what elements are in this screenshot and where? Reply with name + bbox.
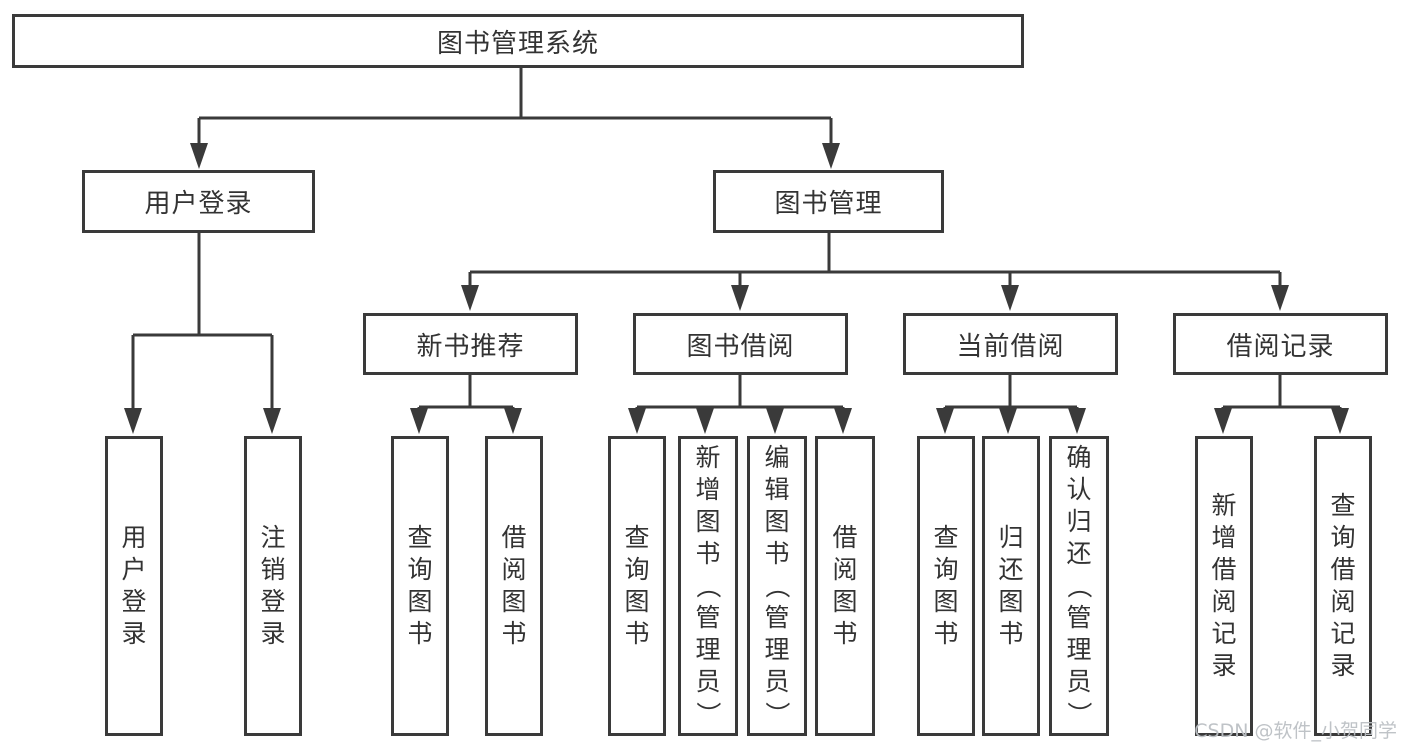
leaf-query-books-recommend: 查询图书: [391, 436, 449, 736]
leaf-label: 编辑图书（管理员）: [762, 443, 792, 727]
leaf-label: 查询图书: [407, 523, 433, 648]
leaf-user-login: 用户登录: [105, 436, 163, 736]
leaf-label: 新增借阅记录: [1211, 491, 1237, 680]
node-label: 新书推荐: [416, 331, 525, 362]
node-new-book-recommend: 新书推荐: [363, 313, 578, 375]
leaf-label: 新增图书（管理员）: [693, 443, 723, 727]
node-book-management: 图书管理: [713, 170, 944, 233]
leaf-query-books-current: 查询图书: [917, 436, 975, 736]
leaf-label: 借阅图书: [501, 523, 527, 648]
node-label: 图书借阅: [686, 331, 795, 362]
leaf-query-books-borrow: 查询图书: [608, 436, 666, 736]
node-borrow-records: 借阅记录: [1173, 313, 1388, 375]
node-label: 借阅记录: [1226, 331, 1335, 362]
node-label: 当前借阅: [956, 331, 1065, 362]
leaf-return-books: 归还图书: [982, 436, 1040, 736]
leaf-label: 借阅图书: [832, 523, 858, 648]
leaf-add-books-admin: 新增图书（管理员）: [678, 436, 738, 736]
csdn-watermark: CSDN @软件_小贺同学: [1194, 720, 1397, 742]
leaf-confirm-return-admin: 确认归还（管理员）: [1049, 436, 1109, 736]
leaf-borrow-books-recommend: 借阅图书: [485, 436, 543, 736]
node-current-borrow: 当前借阅: [903, 313, 1118, 375]
node-label: 图书管理系统: [436, 28, 599, 59]
leaf-label: 归还图书: [998, 523, 1024, 648]
leaf-label: 查询图书: [933, 523, 959, 648]
node-user-login: 用户登录: [82, 170, 315, 233]
node-book-borrow: 图书借阅: [633, 313, 848, 375]
leaf-label: 查询借阅记录: [1330, 491, 1356, 680]
leaf-logout: 注销登录: [244, 436, 302, 736]
leaf-label: 确认归还（管理员）: [1064, 443, 1094, 727]
node-library-management-system: 图书管理系统: [12, 14, 1024, 68]
node-label: 图书管理: [774, 189, 883, 219]
leaf-borrow-books: 借阅图书: [815, 436, 875, 736]
node-label: 用户登录: [144, 189, 253, 219]
leaf-query-borrow-record: 查询借阅记录: [1314, 436, 1372, 736]
leaf-edit-books-admin: 编辑图书（管理员）: [747, 436, 807, 736]
leaf-label: 查询图书: [624, 523, 650, 648]
leaf-label: 用户登录: [121, 523, 147, 648]
leaf-label: 注销登录: [260, 523, 286, 648]
leaf-add-borrow-record: 新增借阅记录: [1195, 436, 1253, 736]
